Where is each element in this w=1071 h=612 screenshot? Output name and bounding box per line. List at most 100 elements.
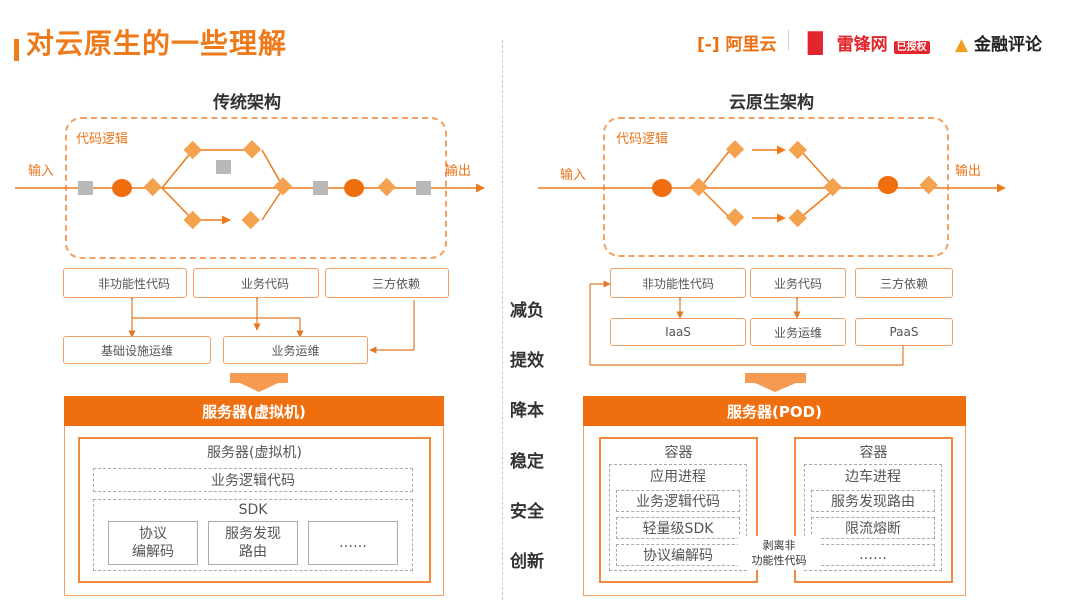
legend-nonfunc-code: 非功能性代码	[63, 268, 187, 298]
third-party-circle	[112, 179, 132, 197]
legend-biz-label: 业务代码	[240, 276, 289, 291]
iaas-label: IaaS	[665, 325, 691, 339]
paas-label: PaaS	[889, 325, 919, 339]
third-party-circle	[652, 179, 672, 197]
c1-item-label: 轻量级SDK	[642, 521, 714, 537]
c2-item-label: 服务发现路由	[831, 494, 915, 510]
title-accent-bar	[14, 39, 19, 61]
biz-code-diamond	[689, 177, 708, 197]
left-sdk-label: SDK	[238, 502, 268, 518]
sidecar-process-label: 边车进程	[845, 469, 901, 485]
c1-item-box: 轻量级SDK	[616, 517, 740, 539]
biz-code-diamond	[241, 210, 260, 230]
legend-biz-code: 业务代码	[193, 268, 319, 298]
nonfunc-code-square	[416, 181, 431, 195]
right-biz-ops-label: 业务运维	[773, 325, 822, 340]
right-ops-connectors	[589, 280, 904, 366]
app-process-label: 应用进程	[650, 469, 706, 485]
right-section-title: 云原生架构	[729, 93, 814, 113]
right-code-logic-box	[603, 117, 949, 257]
right-output-label: 输出	[955, 164, 982, 179]
right-legend-biz: 业务代码	[750, 268, 846, 298]
benefit-word: 稳定	[510, 452, 544, 472]
separation-note-label: 剥离非 功能性代码	[751, 539, 807, 567]
separation-note: 剥离非 功能性代码	[738, 536, 820, 570]
right-legend-third: 三方依赖	[855, 268, 953, 298]
left-input-label: 输入	[28, 164, 55, 179]
leifeng-mark-icon: ▐▌	[800, 31, 831, 55]
left-biz-logic-label: 业务逻辑代码	[211, 473, 295, 489]
benefit-word: 安全	[510, 502, 544, 522]
right-legend-nonfunc: 非功能性代码	[610, 268, 746, 298]
nonfunc-code-square	[216, 160, 231, 174]
c1-item-box: 协议编解码	[616, 544, 740, 566]
left-ops-connectors	[128, 293, 415, 354]
left-vm-box	[78, 437, 431, 583]
left-biz-logic-box: 业务逻辑代码	[93, 468, 413, 492]
aliyun-bracket-icon: [-]	[697, 35, 720, 55]
c2-item-box: 限流熔断	[811, 517, 935, 539]
iaas-box: IaaS	[610, 318, 746, 346]
center-divider	[502, 40, 503, 600]
left-server-bar-label: 服务器(虚拟机)	[202, 402, 306, 421]
sdk-service-discovery-box: 服务发现 路由	[208, 521, 298, 565]
sidecar-process-box	[804, 464, 942, 571]
container-1	[599, 437, 758, 583]
biz-code-diamond	[919, 175, 938, 195]
right-biz-ops-box: 业务运维	[750, 318, 846, 346]
aliyun-logo: [-] 阿里云	[697, 30, 777, 55]
legend-nonfunc-label: 非功能性代码	[97, 276, 170, 291]
container-2-title: 容器	[859, 445, 888, 461]
app-process-box	[609, 464, 747, 571]
biz-code-diamond	[183, 210, 202, 230]
c2-item-label: 限流熔断	[845, 521, 901, 537]
left-code-logic-label: 代码逻辑	[76, 132, 129, 147]
leifeng-badge: 已授权	[893, 41, 930, 54]
sdk-service-discovery-label: 服务发现 路由	[225, 526, 281, 560]
c1-item-label: 业务逻辑代码	[636, 494, 720, 510]
page-title: 对云原生的一些理解	[26, 27, 288, 60]
benefit-word: 降本	[510, 401, 544, 421]
sdk-more-label: ……	[339, 535, 367, 551]
sdk-protocol-codec-box: 协议 编解码	[108, 521, 198, 565]
third-party-circle	[878, 176, 898, 194]
legend-third-party: 三方依赖	[325, 268, 449, 298]
left-down-arrow	[230, 373, 288, 392]
nonfunc-code-square	[313, 181, 328, 195]
infra-ops-box: 基础设施运维	[63, 336, 211, 364]
c2-item-box: ……	[811, 544, 935, 566]
legend-third-label: 三方依赖	[371, 276, 420, 291]
biz-code-diamond	[725, 208, 745, 227]
biz-code-diamond	[788, 140, 807, 160]
right-legend-nonfunc-label: 非功能性代码	[641, 276, 714, 291]
third-party-circle	[344, 179, 364, 197]
biz-code-diamond	[143, 177, 162, 197]
c2-item-label: ……	[859, 547, 887, 563]
jinrong-logo-text: 金融评论	[974, 35, 1042, 55]
biz-code-diamond	[823, 177, 842, 197]
c2-item-box: 服务发现路由	[811, 490, 935, 512]
right-legend-biz-label: 业务代码	[773, 276, 822, 291]
left-output-label: 输出	[445, 164, 472, 179]
biz-code-diamond	[788, 208, 807, 228]
benefit-word: 减负	[510, 301, 544, 321]
biz-code-diamond	[725, 140, 745, 159]
left-server-bar: 服务器(虚拟机)	[64, 396, 444, 426]
left-section-title: 传统架构	[213, 93, 281, 113]
right-server-bar-label: 服务器(POD)	[727, 402, 822, 421]
c1-item-label: 协议编解码	[643, 548, 713, 564]
biz-code-diamond	[377, 177, 396, 197]
right-server-bar: 服务器(POD)	[583, 396, 966, 426]
infra-ops-label: 基础设施运维	[100, 343, 173, 358]
right-legend-third-label: 三方依赖	[879, 276, 928, 291]
jinrong-logo: ▲ 金融评论	[955, 30, 1042, 55]
sdk-more-box: ……	[308, 521, 398, 565]
benefit-word: 创新	[510, 552, 544, 572]
jinrong-triangle-icon: ▲	[955, 35, 969, 55]
paas-box: PaaS	[855, 318, 953, 346]
biz-code-diamond	[273, 177, 293, 196]
leifeng-logo: ▐▌ 雷锋网 已授权	[800, 30, 930, 55]
sdk-protocol-codec-label: 协议 编解码	[132, 526, 174, 560]
logo-divider	[788, 30, 789, 50]
